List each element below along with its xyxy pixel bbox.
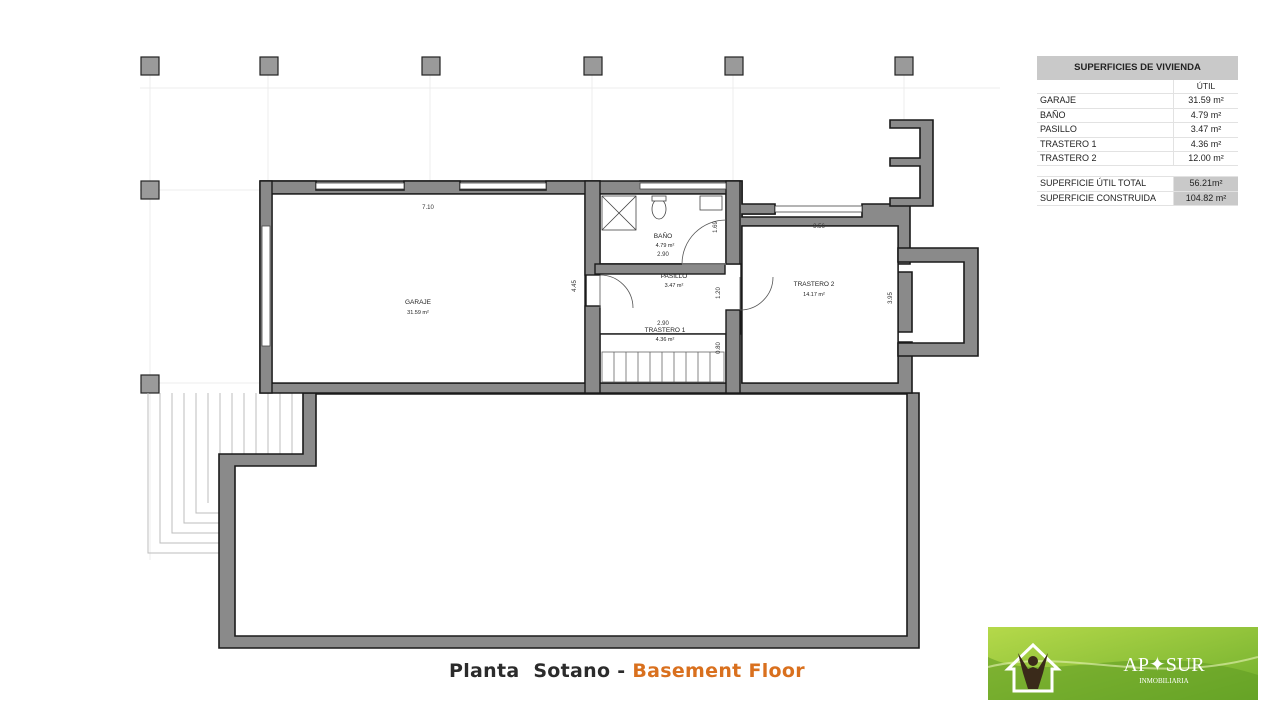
interior-stair — [601, 351, 725, 383]
area-table: SUPERFICIES DE VIVIENDA ÚTIL GARAJE 31.5… — [1037, 56, 1238, 207]
dim-garaje-width: 7.10 — [422, 205, 434, 211]
dim-trastero2-depth: 3.95 — [888, 292, 894, 304]
logo-sub: INMOBILIARIA — [1139, 677, 1188, 685]
bano-dim: 2.90 — [657, 252, 669, 258]
trastero1-dim: 2.90 — [657, 321, 669, 327]
area-table-column-header: ÚTIL — [1173, 80, 1238, 94]
trastero1-area: 4.36 m² — [656, 337, 675, 343]
area-table-total-row: SUPERFICIE CONSTRUIDA 104.82 m² — [1037, 191, 1238, 207]
dim-trastero2-width: 3.56 — [813, 224, 825, 230]
toilet — [651, 198, 667, 220]
house-figure-icon — [1004, 642, 1062, 693]
trastero1-name: TRASTERO 1 — [645, 327, 686, 334]
windows — [261, 182, 863, 347]
area-table-title: SUPERFICIES DE VIVIENDA — [1037, 56, 1238, 80]
area-table-spacer — [1037, 166, 1238, 178]
plan-caption: Planta Sotano - Basement Floor — [449, 660, 805, 682]
caption-english: Basement Floor — [632, 660, 805, 682]
sink — [699, 195, 723, 211]
caption-spanish: Planta Sotano - — [449, 660, 633, 682]
area-table-header-row: ÚTIL — [1037, 80, 1238, 95]
dim-bano-side: 1.69 — [713, 221, 719, 233]
garaje-name: GARAJE — [405, 299, 432, 306]
area-table-total-row: SUPERFICIE ÚTIL TOTAL 56.21m² — [1037, 177, 1238, 192]
exterior-stairs — [147, 393, 293, 554]
area-table-row: BAÑO 4.79 m² — [1037, 108, 1238, 124]
area-table-row: TRASTERO 2 12.00 m² — [1037, 151, 1238, 167]
doors — [599, 219, 774, 311]
dim-pasillo-width: 1.20 — [716, 287, 722, 299]
garaje-area: 31.59 m² — [407, 310, 429, 316]
logo-brand: AP✦SUR — [1123, 654, 1205, 676]
trastero2-name: TRASTERO 2 — [794, 281, 835, 288]
dim-trastero1-side: 0.80 — [716, 342, 722, 354]
area-table-row: TRASTERO 1 4.36 m² — [1037, 137, 1238, 152]
company-logo: AP✦SUR INMOBILIARIA — [988, 627, 1258, 700]
area-table-row: GARAJE 31.59 m² — [1037, 94, 1238, 109]
column-pillars — [140, 56, 914, 394]
bano-area: 4.79 m² — [656, 243, 675, 249]
area-table-row: PASILLO 3.47 m² — [1037, 123, 1238, 138]
trastero2-area: 14.17 m² — [803, 292, 825, 298]
bathroom-fixtures — [601, 195, 723, 231]
lower-slab-wall — [218, 392, 920, 649]
right-enclosures — [889, 119, 979, 357]
pasillo-area: 3.47 m² — [665, 283, 684, 289]
bano-name: BAÑO — [654, 231, 672, 240]
pasillo-name: PASILLO — [661, 273, 688, 280]
dim-garaje-depth: 4.45 — [572, 280, 578, 292]
